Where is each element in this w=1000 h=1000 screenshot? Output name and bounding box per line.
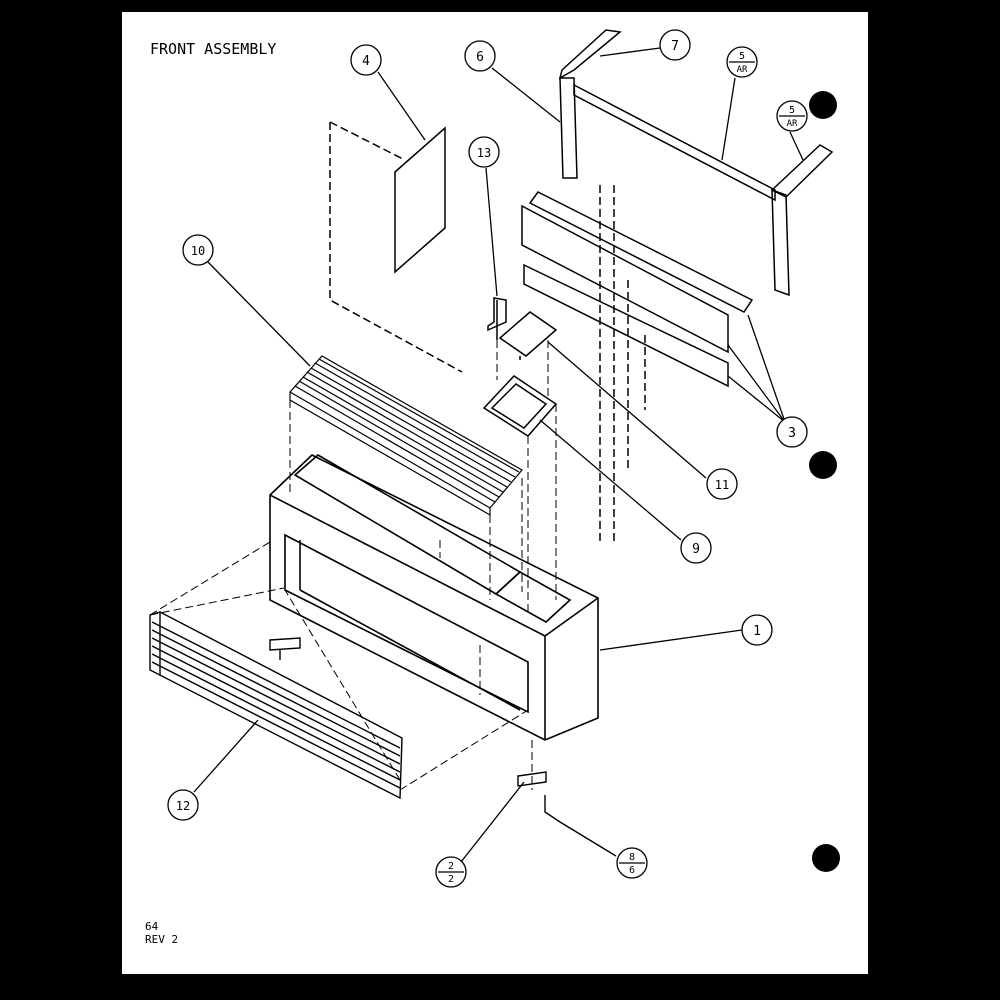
page-number: 64 <box>145 920 159 933</box>
part-10-grille <box>289 355 523 517</box>
callout-6: 6 <box>464 40 496 72</box>
binder-hole <box>809 451 837 479</box>
callout-6-label: 6 <box>476 50 484 65</box>
part-1-cabinet <box>269 454 599 741</box>
callout-2-bottom: 2 <box>448 874 454 885</box>
binder-hole <box>812 844 840 872</box>
callout-7-label: 7 <box>671 39 679 54</box>
projection-lines <box>149 340 557 791</box>
part-2-bracket <box>269 637 547 787</box>
callout-1-label: 1 <box>753 624 761 639</box>
callout-2-over-2: 2 2 <box>435 856 467 888</box>
callout-3-label: 3 <box>788 426 796 441</box>
revision-label: REV 2 <box>145 933 178 946</box>
callout-10-label: 10 <box>191 244 205 258</box>
part-6-frame <box>558 29 834 297</box>
callout-8-over-6: 8 6 <box>616 847 648 879</box>
part-8-screw <box>544 795 617 857</box>
callout-12: 12 <box>167 789 199 821</box>
callout-2-top: 2 <box>448 861 454 872</box>
callout-9-label: 9 <box>692 542 700 557</box>
callout-8-bottom: 6 <box>629 865 635 876</box>
callout-12-label: 12 <box>176 799 190 813</box>
callout-13: 13 <box>468 136 500 168</box>
callout-9: 9 <box>680 532 712 564</box>
leader-lines <box>193 47 804 863</box>
part-4-panel <box>329 121 463 373</box>
part-3-trim-strips <box>521 185 754 545</box>
part-12-front-grille <box>149 611 403 800</box>
callout-7: 7 <box>659 29 691 61</box>
callout-5a-top: 5 <box>739 51 745 62</box>
callout-5-ar-upper: 5 AR <box>726 46 758 78</box>
part-11-plate <box>498 311 558 360</box>
callout-5a-bottom: AR <box>737 65 748 75</box>
callout-4: 4 <box>350 44 382 76</box>
callout-8-top: 8 <box>629 852 635 863</box>
callout-3: 3 <box>776 416 808 448</box>
callout-1: 1 <box>741 614 773 646</box>
callout-5b-bottom: AR <box>787 119 798 129</box>
callout-13-label: 13 <box>477 146 491 160</box>
callout-11: 11 <box>706 468 738 500</box>
callout-4-label: 4 <box>362 54 370 69</box>
part-13-bracket <box>487 297 507 340</box>
callout-10: 10 <box>182 234 214 266</box>
callout-5-ar-lower: 5 AR <box>776 100 808 132</box>
drawing-title: FRONT ASSEMBLY <box>150 40 276 58</box>
binder-hole <box>809 91 837 119</box>
callout-11-label: 11 <box>715 478 729 492</box>
callout-5b-top: 5 <box>789 105 795 116</box>
